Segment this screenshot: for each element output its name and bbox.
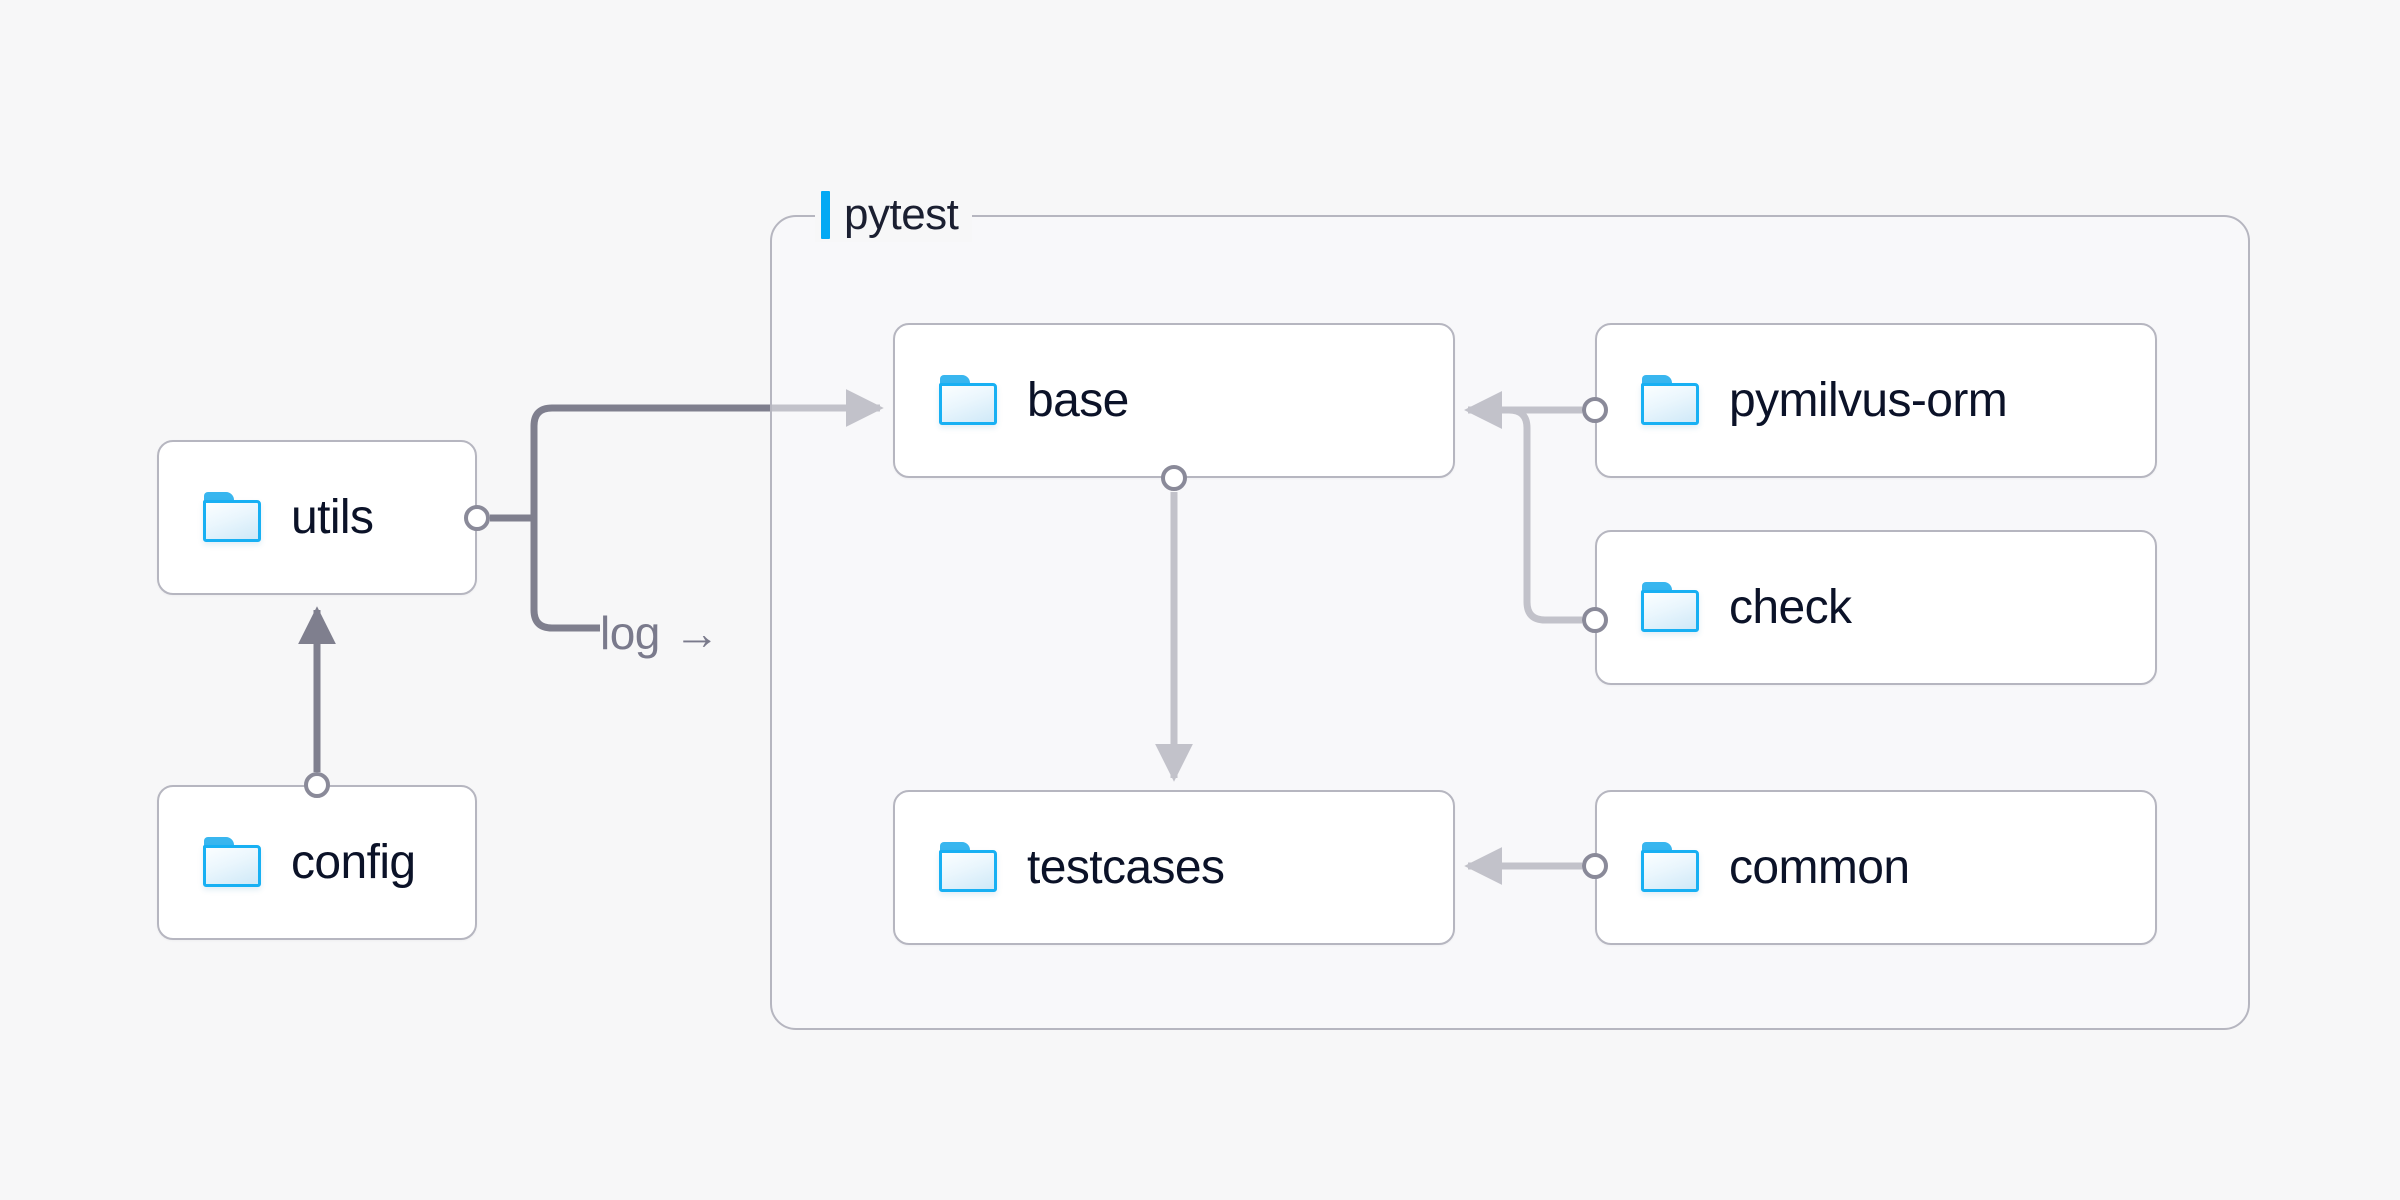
node-pymilvus-orm-label: pymilvus-orm bbox=[1729, 373, 2008, 427]
folder-icon-tab bbox=[940, 841, 970, 853]
folder-icon bbox=[203, 836, 265, 889]
port-base-bottom[interactable] bbox=[1161, 465, 1187, 491]
node-config-label: config bbox=[291, 835, 416, 889]
folder-icon-tab bbox=[204, 836, 234, 848]
folder-icon bbox=[1641, 581, 1703, 634]
folder-icon bbox=[203, 491, 265, 544]
edge-label-log-text: log bbox=[600, 607, 660, 659]
node-testcases-label: testcases bbox=[1027, 840, 1225, 894]
node-base[interactable]: base bbox=[893, 323, 1455, 478]
port-common-left[interactable] bbox=[1582, 853, 1608, 879]
port-check-left[interactable] bbox=[1582, 607, 1608, 633]
folder-icon bbox=[939, 841, 1001, 894]
folder-icon bbox=[1641, 374, 1703, 427]
group-pytest-label: pytest bbox=[815, 188, 973, 242]
port-config-top[interactable] bbox=[304, 772, 330, 798]
arrow-right-icon: → bbox=[673, 607, 720, 659]
node-check[interactable]: check bbox=[1595, 530, 2157, 685]
edge-label-log: log → bbox=[600, 607, 720, 659]
node-common[interactable]: common bbox=[1595, 790, 2157, 945]
folder-icon-tab bbox=[204, 491, 234, 503]
node-pymilvus-orm[interactable]: pymilvus-orm bbox=[1595, 323, 2157, 478]
folder-icon bbox=[1641, 841, 1703, 894]
folder-icon-tab bbox=[940, 374, 970, 386]
node-utils[interactable]: utils bbox=[157, 440, 477, 595]
port-pymilvus-orm-left[interactable] bbox=[1582, 397, 1608, 423]
folder-icon-tab bbox=[1642, 841, 1672, 853]
folder-icon-body bbox=[1641, 382, 1699, 425]
port-utils-right[interactable] bbox=[464, 505, 490, 531]
folder-icon-tab bbox=[1642, 374, 1672, 386]
folder-icon-body bbox=[203, 499, 261, 542]
folder-icon-tab bbox=[1642, 581, 1672, 593]
edge-utils-to-log bbox=[530, 518, 600, 632]
node-testcases[interactable]: testcases bbox=[893, 790, 1455, 945]
node-config[interactable]: config bbox=[157, 785, 477, 940]
folder-icon-body bbox=[939, 849, 997, 892]
folder-icon bbox=[939, 374, 1001, 427]
folder-icon-body bbox=[1641, 849, 1699, 892]
folder-icon-body bbox=[1641, 589, 1699, 632]
node-common-label: common bbox=[1729, 840, 1910, 894]
group-pytest-label-text: pytest bbox=[844, 190, 959, 239]
node-utils-label: utils bbox=[291, 490, 374, 544]
folder-icon-body bbox=[203, 844, 261, 887]
node-check-label: check bbox=[1729, 580, 1852, 634]
folder-icon-body bbox=[939, 382, 997, 425]
group-accent-bar bbox=[821, 191, 830, 239]
node-base-label: base bbox=[1027, 373, 1129, 427]
